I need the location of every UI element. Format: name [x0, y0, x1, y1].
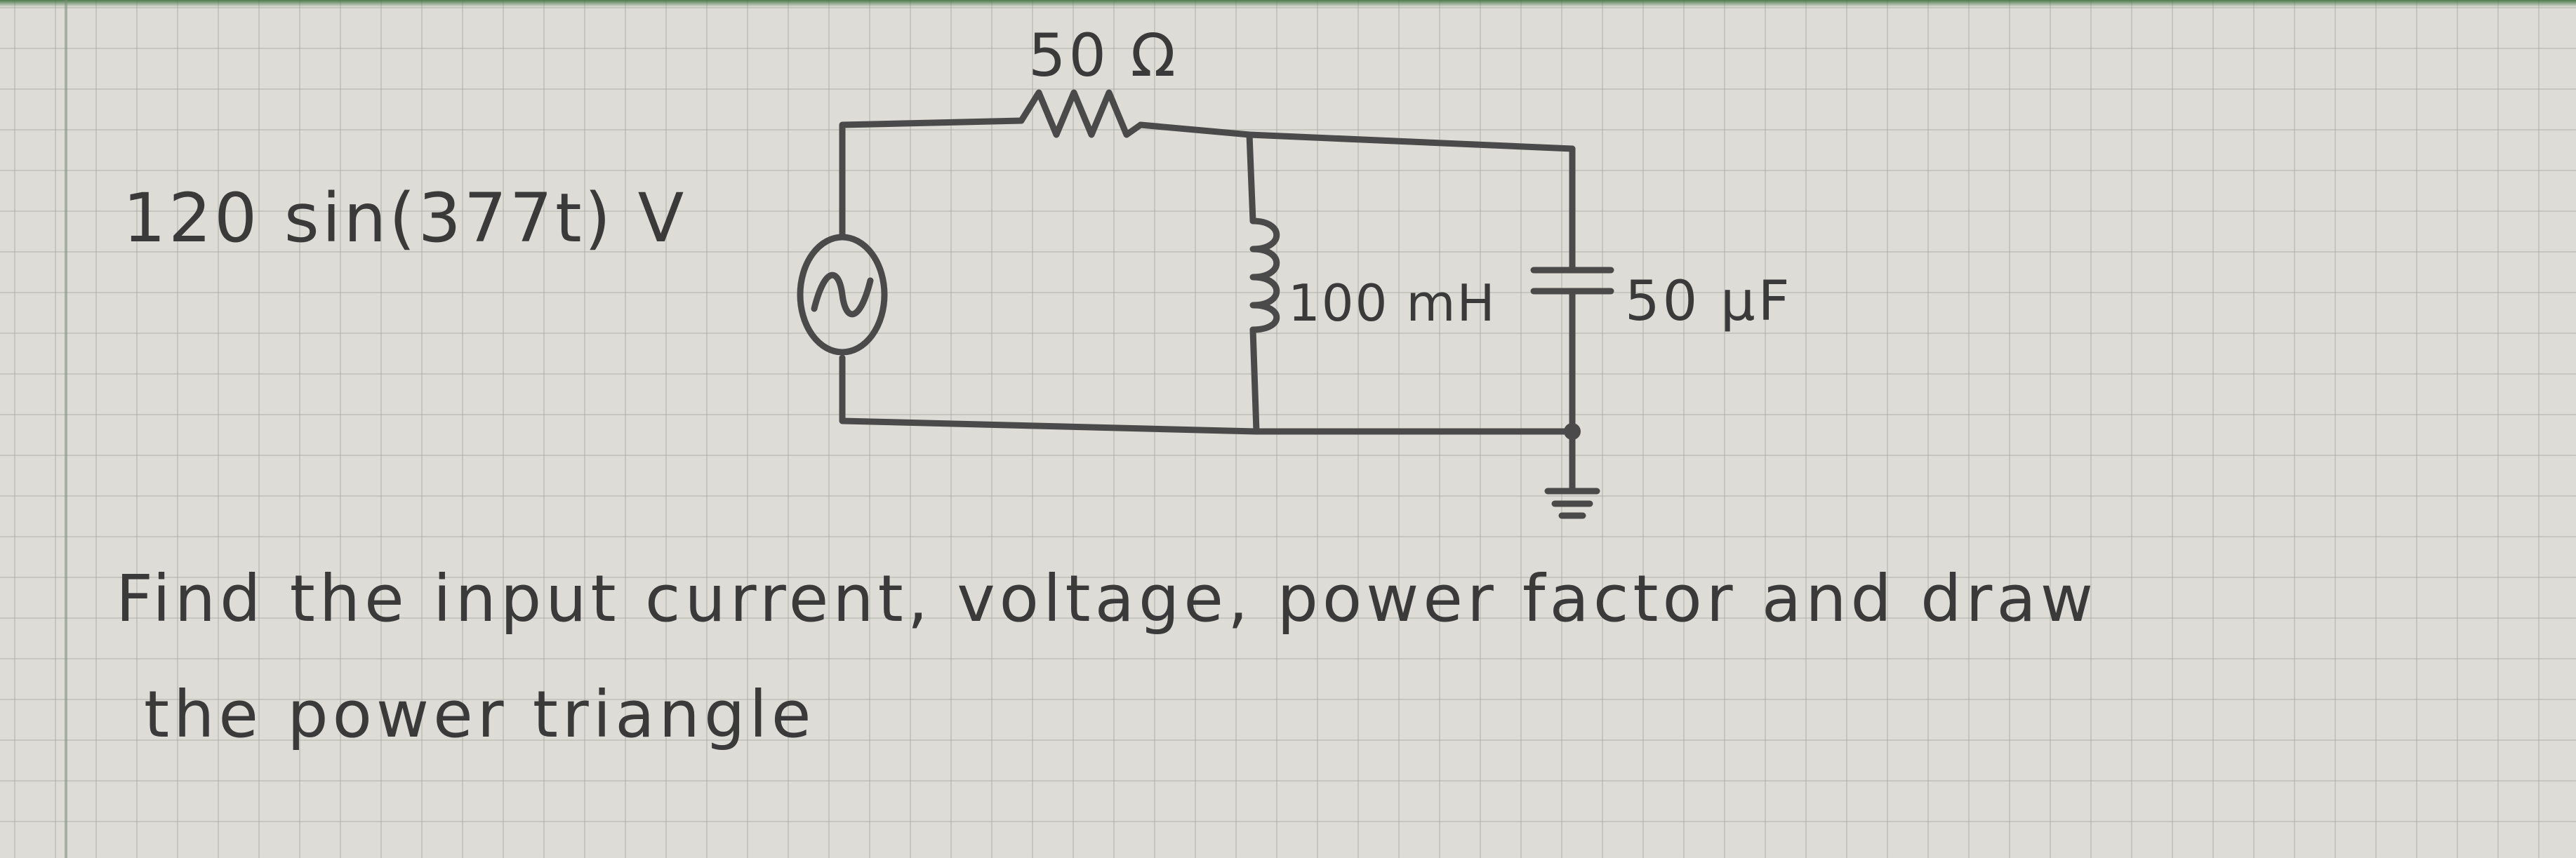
page-top-edge: [0, 0, 2576, 7]
source-voltage-label: 120 sin(377t) V: [123, 179, 687, 257]
margin-line: [65, 0, 67, 858]
question-text-line-1: Find the input current, voltage, power f…: [116, 561, 2098, 636]
wire-top: [1137, 121, 1576, 152]
ground-node: [1564, 423, 1581, 440]
inductor-symbol: [1249, 217, 1280, 333]
wire-middle-bottom: [1249, 326, 1260, 435]
wire-middle-top: [1246, 131, 1256, 224]
question-text-line-2: the power triangle: [144, 677, 816, 752]
capacitor-value-label: 50 μF: [1625, 270, 1793, 333]
resistor-symbol: [1018, 89, 1144, 138]
wire-left-top: [839, 117, 1025, 239]
inductor-value-label: 100 mH: [1288, 274, 1496, 333]
sine-wave-icon: [811, 272, 874, 318]
resistor-value-label: 50 Ω: [1028, 21, 1179, 90]
ac-source-icon: [797, 234, 888, 356]
wire-bottom: [839, 354, 1576, 435]
